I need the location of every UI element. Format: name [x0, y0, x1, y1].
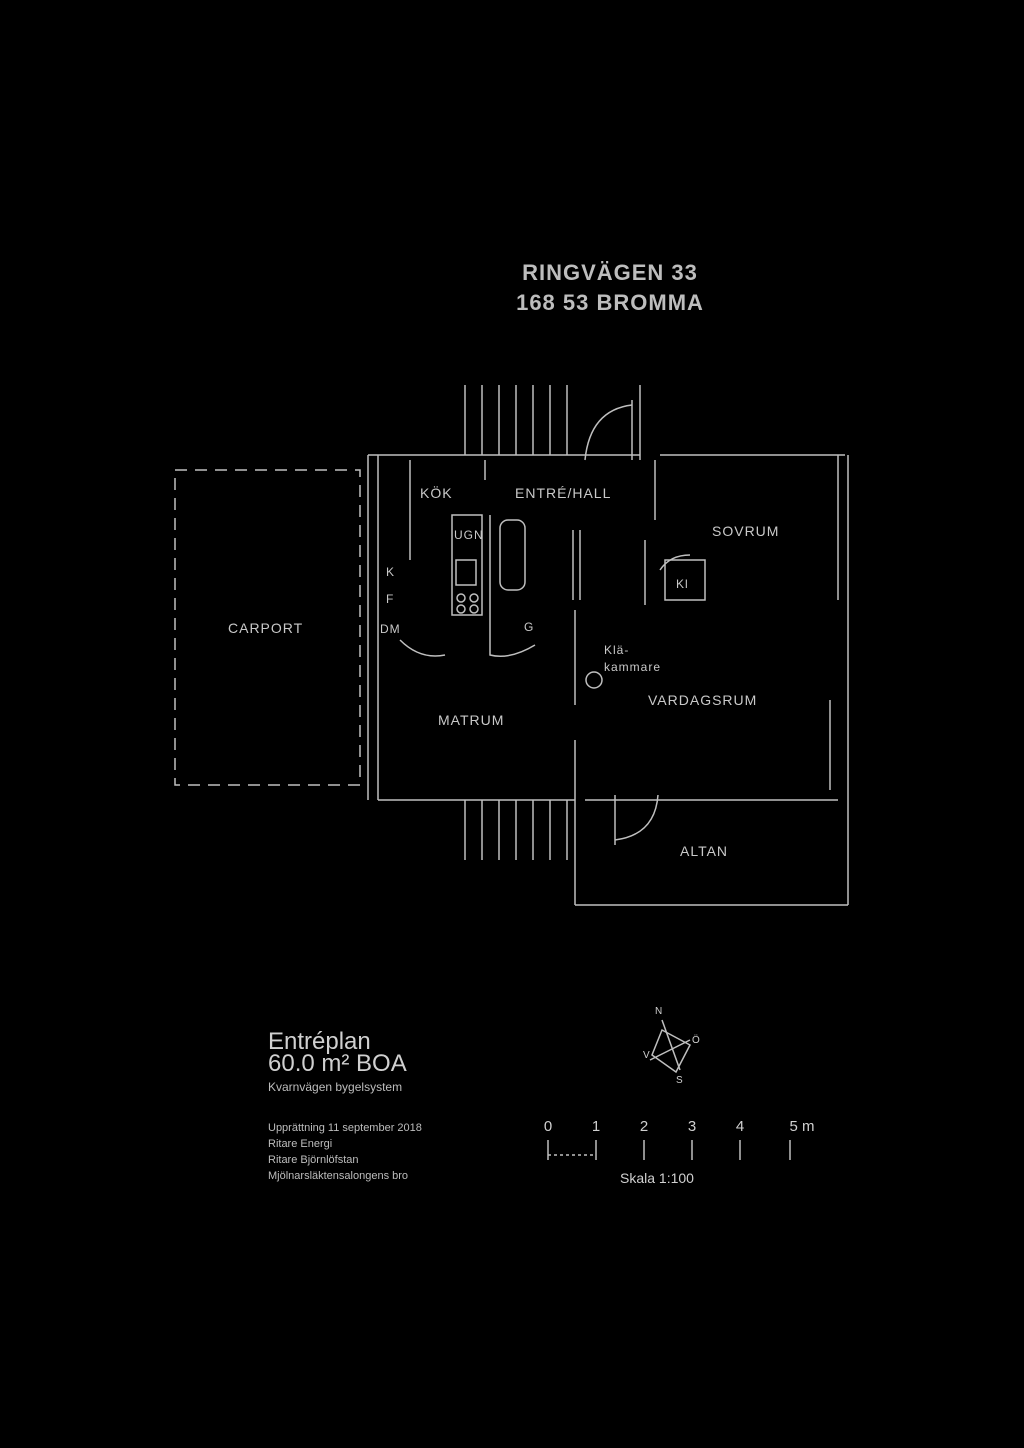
address-line-1: RINGVÄGEN 33 [522, 260, 698, 285]
room-vardagsrum: VARDAGSRUM [648, 692, 758, 708]
room-carport: CARPORT [228, 620, 304, 636]
room-kok: KÖK [420, 485, 453, 501]
room-altan: ALTAN [680, 843, 729, 859]
fixture-k: K [386, 565, 396, 579]
floor-note: Kvarnvägen bygelsystem [268, 1080, 403, 1094]
scale-bar [547, 1140, 791, 1160]
room-sovrum: SOVRUM [712, 523, 780, 539]
scale-label: Skala 1:100 [620, 1170, 694, 1186]
stove-burner [456, 604, 466, 614]
compass-s: S [676, 1075, 683, 1086]
fixture-g: G [524, 620, 535, 634]
wardrobe [499, 519, 526, 591]
fixture-ugn: UGN [454, 528, 484, 542]
room-klk-2: kammare [604, 660, 662, 674]
door-swing [614, 794, 659, 841]
scale-tick: 2 [639, 1118, 649, 1135]
stove-burner [469, 593, 479, 603]
closet [664, 559, 706, 601]
door-swing [659, 554, 691, 571]
room-klk-1: Klä- [604, 643, 630, 657]
scale-tick: 0 [543, 1118, 553, 1135]
info-line-3: Ritare Björnlöfstan [268, 1154, 359, 1166]
carport-outline [174, 469, 361, 786]
scale-tick: 1 [591, 1118, 601, 1135]
room-entre: ENTRÉ/HALL [515, 485, 612, 501]
kitchen-counter [451, 514, 483, 616]
floor-area: 60.0 m² BOA [268, 1050, 407, 1077]
fixture-f: F [386, 592, 395, 606]
stove-burner [456, 593, 466, 603]
compass [649, 1019, 692, 1074]
counter-curve [489, 515, 536, 657]
door-swing [584, 404, 633, 461]
compass-o: Ö [692, 1035, 700, 1046]
compass-v: V [643, 1050, 650, 1061]
sink [455, 559, 477, 586]
counter-curve [399, 639, 446, 657]
stove-burner [469, 604, 479, 614]
info-line-2: Ritare Energi [268, 1138, 333, 1150]
scale-tick: 4 [735, 1118, 745, 1135]
info-line-1: Upprättning 11 september 2018 [268, 1122, 422, 1134]
floor-title: Entréplan [268, 1028, 371, 1055]
fixture-dm: DM [380, 622, 401, 636]
scale-tick: 5 m [789, 1118, 815, 1135]
toilet [585, 671, 603, 689]
fixture-kl: Kl [676, 577, 689, 591]
address-line-2: 168 53 BROMMA [516, 290, 704, 315]
scale-tick: 3 [687, 1118, 697, 1135]
compass-n: N [655, 1006, 663, 1017]
room-matrum: MATRUM [438, 712, 505, 728]
info-line-4: Mjölnarsläktensalongens bro [268, 1170, 409, 1182]
